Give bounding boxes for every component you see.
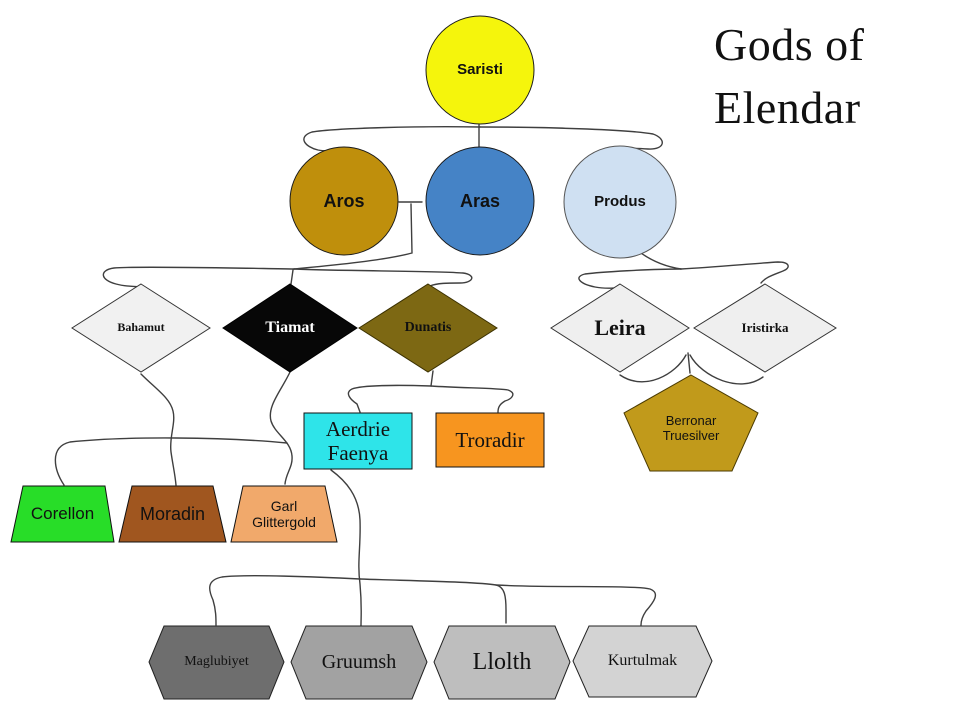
circle-shape: [425, 15, 535, 125]
edge-marriage-drop: [293, 203, 413, 270]
pentagon-shape: [623, 374, 759, 472]
edge-rail-llolth: [359, 578, 507, 624]
circle-shape: [563, 145, 677, 259]
node-gruumsh[interactable]: Gruumsh: [290, 625, 428, 700]
node-aerdrie-faenya[interactable]: Aerdrie Faenya: [303, 412, 413, 470]
moradin-label: Moradin: [139, 503, 206, 524]
edge-rail-corellon: [54, 437, 288, 486]
edge-rail-kurtulmak: [495, 584, 657, 626]
edge-tiamat-garl: [269, 371, 293, 485]
tiamat-label: Tiamat: [265, 318, 315, 336]
llolth-label: Llolth: [472, 648, 532, 675]
node-leira[interactable]: Leira: [550, 283, 690, 373]
gruumsh-label: Gruumsh: [321, 651, 397, 673]
hexagon-shape: [572, 625, 713, 698]
circle-shape: [425, 146, 535, 256]
node-tiamat[interactable]: Tiamat: [222, 283, 358, 373]
edge-rail-troradir: [430, 385, 514, 413]
troradir-label: Troradir: [455, 427, 525, 452]
edge-dunatis-feed: [430, 370, 434, 387]
trapezoid-shape: [230, 485, 338, 543]
rectangle-shape: [303, 412, 413, 470]
edge-rail-tiamat: [290, 269, 294, 285]
hexagon-shape: [290, 625, 428, 700]
node-iristirka[interactable]: Iristirka: [693, 283, 837, 373]
corellon-label: Corellon: [30, 504, 95, 524]
maglubiyet-label: Maglubiyet: [184, 654, 249, 670]
edge-berronar-drop: [687, 352, 691, 374]
diamond-shape: [358, 283, 498, 373]
trapezoid-shape: [10, 485, 115, 543]
node-llolth[interactable]: Llolth: [433, 625, 571, 700]
diamond-shape: [550, 283, 690, 373]
kurtulmak-label: Kurtulmak: [607, 652, 678, 670]
bahamut-label: Bahamut: [117, 320, 165, 335]
node-corellon[interactable]: Corellon: [10, 485, 115, 543]
edge-rail-iristirka: [680, 261, 789, 284]
edge-iristirka-berronar: [689, 354, 764, 385]
edge-aerdrie-gruumsh: [330, 469, 362, 627]
diamond-shape: [222, 283, 358, 373]
garl-glittergold-label: Garl Glittergold: [252, 497, 316, 530]
node-aros[interactable]: Aros: [289, 146, 399, 256]
node-troradir[interactable]: Troradir: [435, 412, 545, 468]
node-maglubiyet[interactable]: Maglubiyet: [148, 625, 285, 700]
aerdrie-faenya-label: Aerdrie Faenya: [325, 416, 391, 465]
diamond-shape: [71, 283, 211, 373]
edge-rail-maglubiyet: [208, 575, 361, 626]
node-berronar-truesilver[interactable]: Berronar Truesilver: [622, 373, 760, 473]
node-garl-glittergold[interactable]: Garl Glittergold: [230, 485, 338, 543]
leira-label: Leira: [594, 315, 646, 341]
iristirka-label: Iristirka: [741, 319, 789, 335]
edge-rail-leira: [578, 268, 682, 289]
node-saristi[interactable]: Saristi: [425, 15, 535, 125]
aros-label: Aros: [323, 190, 365, 211]
node-moradin[interactable]: Moradin: [118, 485, 227, 543]
node-produs[interactable]: Produs: [563, 145, 677, 259]
node-aras[interactable]: Aras: [425, 146, 535, 256]
node-bahamut[interactable]: Bahamut: [71, 283, 211, 373]
aras-label: Aras: [459, 190, 501, 211]
hexagon-shape: [433, 625, 571, 700]
produs-label: Produs: [594, 193, 646, 211]
rectangle-shape: [435, 412, 545, 468]
page-title: Gods of Elendar: [714, 19, 865, 133]
node-kurtulmak[interactable]: Kurtulmak: [572, 625, 713, 698]
edge-bahamut-moradin: [140, 373, 177, 486]
hexagon-shape: [148, 625, 285, 700]
edge-rail-aerdrie: [347, 384, 432, 413]
saristi-label: Saristi: [457, 61, 503, 79]
edge-rail-bahamut: [102, 266, 295, 288]
node-dunatis[interactable]: Dunatis: [358, 283, 498, 373]
edge-rail-dunatis: [293, 268, 473, 287]
diamond-shape: [693, 283, 837, 373]
dunatis-label: Dunatis: [404, 319, 452, 335]
edge-leira-berronar: [619, 354, 687, 383]
trapezoid-shape: [118, 485, 227, 543]
circle-shape: [289, 146, 399, 256]
berronar-truesilver-label: Berronar Truesilver: [662, 413, 720, 443]
